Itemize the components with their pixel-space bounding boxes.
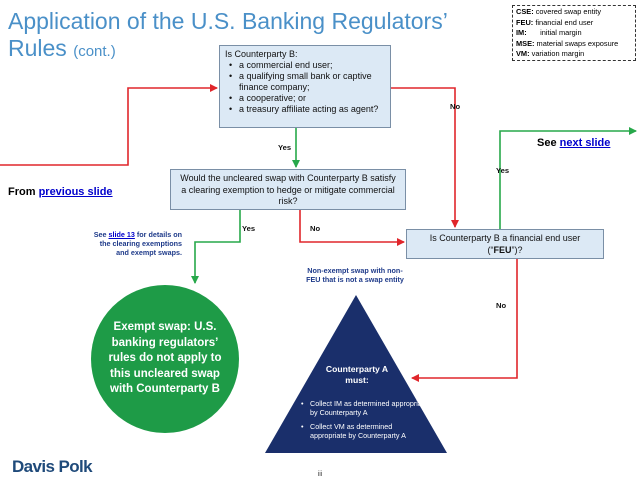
arrow-from-previous	[0, 84, 218, 166]
triangle-heading: Counterparty A must:	[325, 364, 389, 385]
title-line-1: Application of the U.S. Banking Regulato…	[8, 8, 448, 34]
label-no-box3: No	[496, 301, 507, 310]
list-item: a cooperative; or	[229, 93, 385, 104]
box3-quote-open: (“	[487, 244, 494, 255]
arrow-box2-no	[299, 210, 405, 246]
legend-row: VM: variation margin	[516, 49, 632, 60]
legend-text: material swaps exposure	[536, 38, 619, 48]
legend-abbr: IM:	[516, 28, 527, 38]
note-suffix: for details on the clearing exemptions a…	[99, 230, 182, 257]
title-line-2: Rules (cont.)	[8, 35, 478, 65]
legend-abbr: VM:	[516, 49, 530, 59]
list-item: Collect VM as determined appropriate by …	[301, 422, 429, 440]
question-box-feu: Is Counterparty B a financial end user (…	[406, 229, 604, 259]
arrow-box3-yes	[499, 127, 637, 229]
from-previous-slide: From previous slide	[8, 186, 113, 198]
exempt-swap-text: Exempt swap: U.S. banking regulators’ ru…	[108, 321, 222, 396]
label-no-box2: No	[310, 224, 321, 233]
list-item: a qualifying small bank or captive finan…	[229, 71, 385, 93]
page-number: iii	[317, 471, 323, 478]
title-cont: (cont.)	[73, 43, 116, 60]
next-slide-link[interactable]: next slide	[559, 137, 611, 149]
box3-line-1: Is Counterparty B a financial end user	[429, 233, 581, 243]
legend-text: financial end user	[535, 17, 594, 27]
question-box-counterparty-type: Is Counterparty B: a commercial end user…	[219, 45, 391, 128]
label-yes-box2: Yes	[242, 224, 256, 233]
exempt-swap-circle: Exempt swap: U.S. banking regulators’ ru…	[91, 285, 239, 433]
box3-line-2: (“FEU”)?	[413, 245, 597, 257]
legend-row: CSE: covered swap entity	[516, 7, 632, 18]
list-item: a treasury affiliate acting as agent?	[229, 104, 385, 115]
davis-polk-logo: Davis Polk	[12, 457, 93, 476]
label-yes-box1: Yes	[278, 143, 292, 152]
arrow-box2-yes	[191, 210, 241, 284]
box1-heading: Is Counterparty B:	[225, 49, 298, 59]
list-item: Collect IM as determined appropriate by …	[301, 399, 429, 417]
slide-13-link[interactable]: slide 13	[108, 230, 135, 239]
arrow-box1-no	[391, 87, 459, 228]
legend-text: covered swap entity	[535, 7, 602, 16]
box1-list: a commercial end user; a qualifying smal…	[225, 60, 385, 115]
abbreviation-legend: CSE: covered swap entity FEU: financial …	[512, 5, 636, 61]
previous-slide-link[interactable]: previous slide	[38, 186, 113, 198]
legend-text: variation margin	[531, 49, 585, 59]
title-rules: Rules	[8, 35, 67, 61]
page-title: Application of the U.S. Banking Regulato…	[8, 8, 478, 65]
legend-text: initial margin	[540, 28, 582, 38]
label-yes-box3: Yes	[496, 166, 510, 175]
legend-row: FEU: financial end user	[516, 18, 632, 29]
triangle-requirements: Collect IM as determined appropriate by …	[299, 399, 429, 445]
label-no-box1: No	[450, 102, 461, 111]
list-item: a commercial end user;	[229, 60, 385, 71]
question-box-clearing-exemption: Would the uncleared swap with Counterpar…	[170, 169, 406, 210]
legend-row: IM: initial margin	[516, 28, 632, 39]
legend-abbr: CSE:	[516, 7, 534, 16]
from-prefix: From	[8, 186, 39, 198]
see-next-slide: See next slide	[537, 137, 610, 149]
box3-quote-close: ”)?	[511, 244, 523, 255]
arrow-box3-no	[411, 259, 518, 382]
note-prefix: See	[93, 230, 109, 239]
legend-row: MSE: material swaps exposure	[516, 39, 632, 50]
triangle-list: Collect IM as determined appropriate by …	[299, 399, 429, 440]
non-exempt-swap-label: Non-exempt swap with non-FEU that is not…	[306, 266, 404, 284]
legend-abbr: MSE:	[516, 38, 535, 48]
box3-feu-term: FEU	[493, 244, 512, 255]
see-prefix: See	[537, 137, 560, 149]
legend-abbr: FEU:	[516, 17, 534, 27]
clearing-exemption-note: See slide 13 for details on the clearing…	[92, 230, 182, 257]
